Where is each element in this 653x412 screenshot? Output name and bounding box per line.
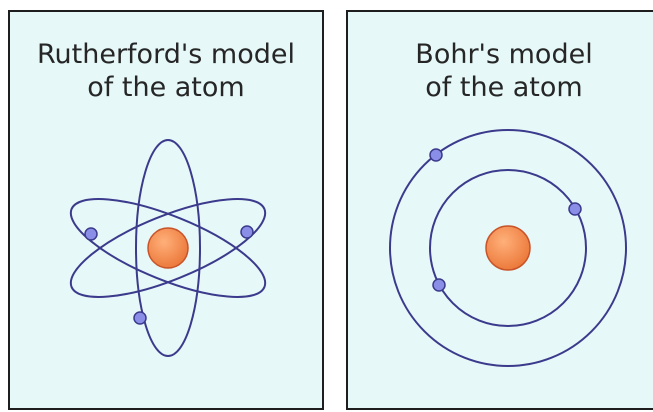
bohr-nucleus	[485, 225, 531, 271]
rutherford-orbit-tilted-a	[69, 198, 267, 298]
rutherford-atom-diagram	[69, 139, 267, 357]
bohr-panel: Bohr's model of the atom	[346, 10, 653, 410]
bohr-orbit-inner	[429, 169, 587, 327]
rutherford-title-line1: Rutherford's model	[36, 39, 295, 70]
rutherford-orbit-vertical	[135, 139, 201, 357]
rutherford-nucleus	[147, 227, 189, 269]
rutherford-title: Rutherford's model of the atom	[10, 38, 322, 104]
rutherford-electron-left	[84, 227, 98, 241]
rutherford-electron-right	[240, 225, 254, 239]
rutherford-panel: Rutherford's model of the atom	[8, 10, 324, 410]
bohr-title-line1: Bohr's model	[415, 39, 593, 70]
rutherford-orbit-tilted-b	[69, 198, 267, 298]
rutherford-title-line2: of the atom	[87, 72, 245, 103]
bohr-title-line2: of the atom	[425, 72, 583, 103]
rutherford-electron-bottom	[133, 311, 147, 325]
bohr-electron-inner-right	[568, 202, 582, 216]
bohr-electron-inner-left	[432, 278, 446, 292]
bohr-atom-diagram	[389, 129, 627, 367]
bohr-title: Bohr's model of the atom	[348, 38, 653, 104]
bohr-electron-outer	[429, 148, 443, 162]
bohr-orbit-outer	[389, 129, 627, 367]
